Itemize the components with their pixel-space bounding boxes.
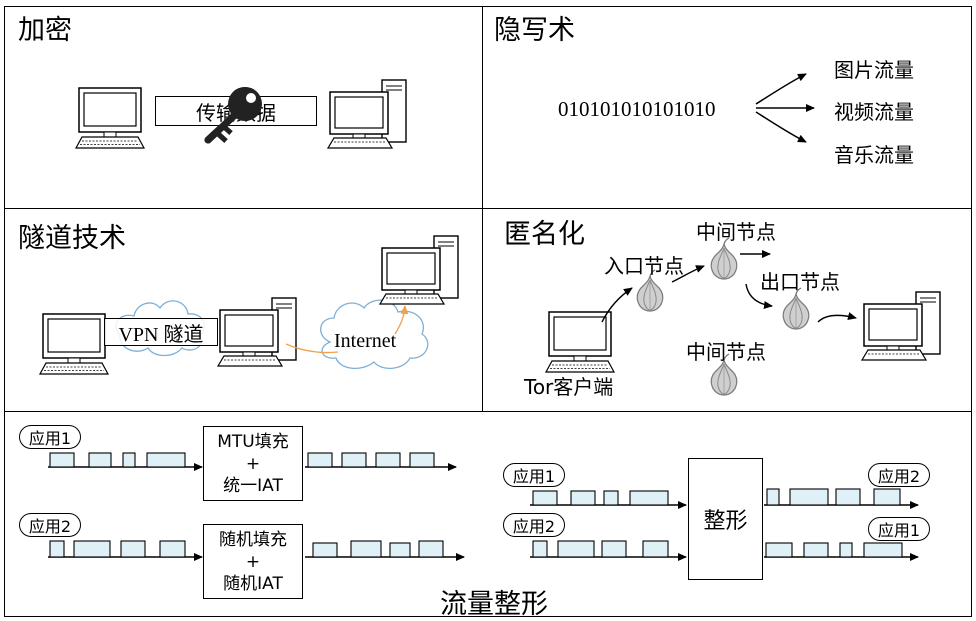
vpn-tunnel-label: VPN 隧道 — [118, 323, 204, 346]
middle-node-bottom-label: 中间节点 — [686, 340, 766, 364]
app2-input-right: 应用2 — [503, 513, 565, 537]
tor-destination-server — [861, 291, 941, 361]
mtu-line-1: MTU填充 — [217, 431, 289, 452]
middle-node-top-label: 中间节点 — [696, 220, 776, 244]
encryption-sender-computer — [75, 87, 145, 149]
anonymization-title: 匿名化 — [504, 219, 585, 250]
encryption-receiver-server — [327, 79, 407, 149]
vpn-tunnel-box: VPN 隧道 — [104, 318, 218, 346]
encryption-title: 加密 — [18, 15, 72, 46]
mtu-padding-box: MTU填充 + 统一IAT — [203, 426, 303, 501]
entry-node-label: 入口节点 — [604, 254, 684, 278]
audio-traffic-label: 音乐流量 — [834, 143, 914, 167]
vpn-server — [217, 297, 297, 367]
traffic-shaping-title: 流量整形 — [440, 589, 548, 620]
app1-input-left: 应用1 — [19, 425, 81, 449]
tunnel-client-computer — [39, 313, 109, 375]
tunnel-orange-path — [285, 343, 339, 354]
transmitted-data-box: 传输数据 — [155, 96, 317, 126]
panel-traffic-shaping — [4, 411, 972, 617]
internet-cloud — [320, 299, 429, 369]
exit-node-label: 出口节点 — [760, 270, 840, 294]
random-padding-box: 随机填充 + 随机IAT — [203, 524, 303, 599]
shaper-box: 整形 — [688, 458, 763, 580]
random-line-2: + — [245, 551, 261, 572]
app1-input-right: 应用1 — [503, 463, 565, 487]
stego-fanout-arrows — [755, 73, 815, 143]
mtu-line-3: 统一IAT — [223, 475, 283, 496]
bit-string: 010101010101010 — [558, 97, 716, 121]
app2-output-right: 应用2 — [868, 463, 930, 487]
transmitted-data-label: 传输数据 — [196, 100, 276, 125]
tunnel-orange-arrow — [394, 305, 409, 335]
app1-output-right: 应用1 — [868, 517, 930, 541]
app2-input-left: 应用2 — [19, 513, 81, 537]
steganography-title: 隐写术 — [494, 15, 575, 46]
shaper-label: 整形 — [703, 509, 748, 534]
mtu-line-2: + — [245, 453, 261, 474]
image-traffic-label: 图片流量 — [834, 58, 914, 82]
tor-client-computer — [545, 311, 615, 373]
video-traffic-label: 视频流量 — [834, 100, 914, 124]
tunneling-title: 隧道技术 — [18, 223, 126, 254]
random-line-1: 随机填充 — [219, 529, 287, 550]
internet-label: Internet — [334, 330, 397, 352]
tunnel-destination-server — [379, 235, 459, 305]
tor-client-label: Tor客户端 — [524, 375, 614, 399]
random-line-3: 随机IAT — [223, 573, 283, 594]
